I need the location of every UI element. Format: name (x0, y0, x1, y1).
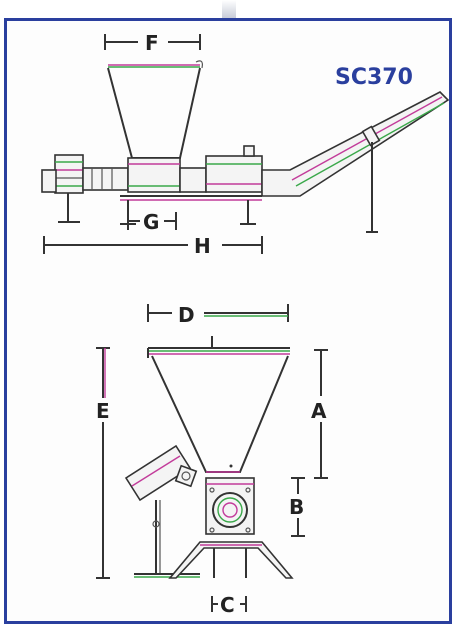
front-elevation-view (124, 336, 294, 579)
dimension-label-b: B (289, 495, 304, 519)
dimension-e: E (96, 347, 110, 579)
front-stand (168, 541, 294, 579)
dimension-c: C (211, 593, 247, 617)
dimension-label-a: A (311, 399, 327, 423)
model-label: SC370 (335, 65, 413, 90)
side-press-body (120, 145, 263, 225)
dimension-b: B (289, 477, 305, 537)
front-conveyor (124, 444, 200, 578)
front-screw-housing (205, 477, 255, 535)
dimension-label-f: F (145, 31, 159, 55)
side-hopper (107, 60, 203, 159)
side-conveyor (261, 91, 450, 233)
side-motor (41, 154, 129, 223)
top-binder-notch (222, 0, 236, 18)
dimension-label-e: E (96, 399, 110, 423)
dimension-a: A (311, 349, 328, 479)
dimension-label-g: G (143, 210, 159, 234)
dimension-h: H (43, 234, 263, 258)
dimension-d: D (147, 303, 289, 327)
dimension-label-d: D (178, 303, 195, 327)
dimension-label-c: C (220, 593, 235, 617)
dimension-f: F (104, 31, 201, 55)
dimension-g: G (127, 210, 177, 234)
dimension-label-h: H (194, 234, 211, 258)
side-elevation-view (41, 60, 450, 233)
